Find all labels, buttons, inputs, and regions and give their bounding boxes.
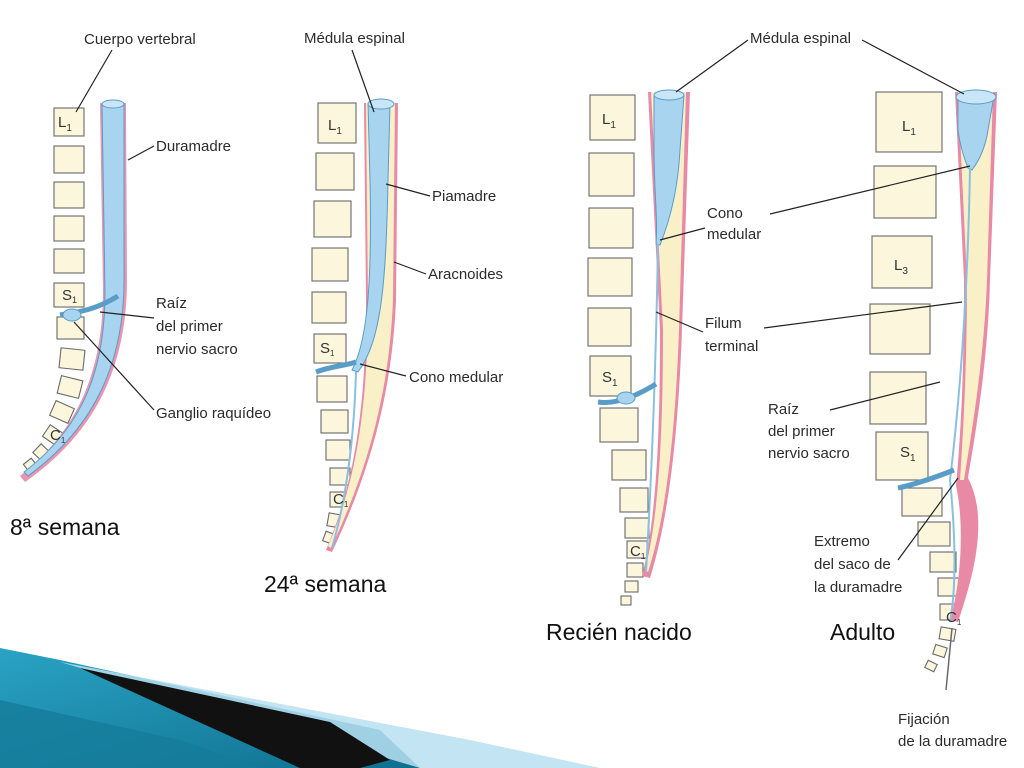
label-raiz-shared-line2: del primer (768, 423, 835, 440)
leader-duramadre (127, 145, 155, 161)
panel-week-8: L1 S1 C1 Cuerpo vertebral Duramadre Raíz… (10, 31, 271, 540)
vertebra-label-s1: S1 (62, 287, 77, 305)
label-aracnoides: Aracnoides (428, 266, 503, 283)
cord-top (653, 89, 685, 101)
vertebra-label-l3: L3 (894, 257, 908, 277)
label-filum-line1: Filum (705, 315, 742, 332)
leader-cono-medular (359, 363, 407, 377)
label-medula-espinal-shared: Médula espinal (750, 30, 851, 47)
spinal-ganglion (62, 308, 82, 322)
caption-adult: Adulto (830, 619, 895, 645)
label-ganglio: Ganglio raquídeo (156, 405, 271, 422)
leader-filum-adult (763, 301, 963, 329)
arachnoid (958, 92, 993, 480)
caption-week-24: 24ª semana (264, 571, 387, 597)
leader-extremo (897, 477, 959, 561)
label-fijacion-line1: Fijación (898, 711, 950, 728)
leader-cono-newborn (659, 227, 706, 241)
label-cuerpo-vertebral: Cuerpo vertebral (84, 31, 196, 48)
shared-labels: Médula espinal Cono medular Filum termin… (655, 30, 1007, 750)
cord-top (101, 99, 125, 109)
cord-top (367, 98, 395, 110)
label-fijacion-line2: de la duramadre (898, 733, 1007, 750)
vertebral-column (311, 102, 357, 546)
arachnoid (645, 92, 686, 572)
leader-filum-newborn (655, 311, 704, 333)
leader-medula-espinal (351, 49, 375, 113)
vertebral-column (587, 94, 650, 606)
panel-adult: L1 L3 S1 C1 Adulto (830, 89, 997, 691)
leader-medula-adult (861, 39, 965, 95)
spinal-cord (351, 103, 391, 373)
label-raiz-line1: Raíz (156, 295, 187, 312)
vertebra-label-s1: S1 (602, 369, 618, 389)
label-raiz-shared-line1: Raíz (768, 401, 799, 418)
vertebra-label-s1: S1 (900, 444, 916, 464)
label-cono-line1: Cono (707, 205, 743, 222)
label-medula-espinal: Médula espinal (304, 30, 405, 47)
panel-week-24: L1 S1 C1 Médula espinal Piamadre Aracnoi… (264, 30, 503, 597)
label-raiz-line3: nervio sacro (156, 341, 238, 358)
sacral-nerve-root (897, 467, 955, 491)
leader-cono-adult (769, 165, 971, 215)
label-extremo-line3: la duramadre (814, 579, 902, 596)
vertebra-label-c1: C1 (630, 543, 646, 561)
vertebra-label-c1: C1 (50, 427, 66, 445)
label-raiz-line2: del primer (156, 318, 223, 335)
label-raiz-shared-line3: nervio sacro (768, 445, 850, 462)
leader-ganglio (73, 321, 155, 411)
vertebra-label-s1: S1 (320, 340, 335, 358)
filum-fixation (945, 627, 953, 691)
label-cono-line2: medular (707, 226, 761, 243)
label-cono-medular: Cono medular (409, 369, 503, 386)
spinal-cord (653, 94, 685, 246)
caption-week-8: 8ª semana (10, 514, 120, 540)
spinal-cord (957, 95, 995, 171)
filum-terminale (948, 167, 971, 623)
vertebra-label-l1: L1 (602, 111, 616, 131)
leader-medula-newborn (675, 39, 749, 93)
vertebral-column (869, 91, 961, 673)
vertebra-label-c1: C1 (333, 491, 349, 509)
leader-piamadre (385, 183, 431, 197)
filum (331, 371, 357, 549)
vertebra-label-l1: L1 (58, 114, 72, 134)
cord-top (955, 89, 997, 105)
vertebra-label-l1: L1 (902, 118, 916, 138)
leader-raiz-adult (829, 381, 941, 411)
caption-newborn: Recién nacido (546, 619, 692, 645)
label-extremo-line2: del saco de (814, 556, 891, 573)
slide-footer-decoration (0, 648, 600, 768)
label-extremo-line1: Extremo (814, 533, 870, 550)
sacral-nerve-root (315, 359, 357, 375)
label-piamadre: Piamadre (432, 188, 496, 205)
spinal-ganglion (616, 391, 636, 405)
panel-newborn: L1 S1 C1 Recién nacido (546, 89, 692, 645)
filum-terminale (645, 243, 659, 573)
leader-aracnoides (393, 261, 427, 275)
leader-raiz (99, 311, 155, 319)
vertebra-label-c1: C1 (946, 609, 962, 627)
leader-cuerpo-vertebral (75, 49, 113, 113)
vertebra-label-l1: L1 (328, 117, 342, 137)
label-duramadre: Duramadre (156, 138, 231, 155)
label-filum-line2: terminal (705, 338, 758, 355)
